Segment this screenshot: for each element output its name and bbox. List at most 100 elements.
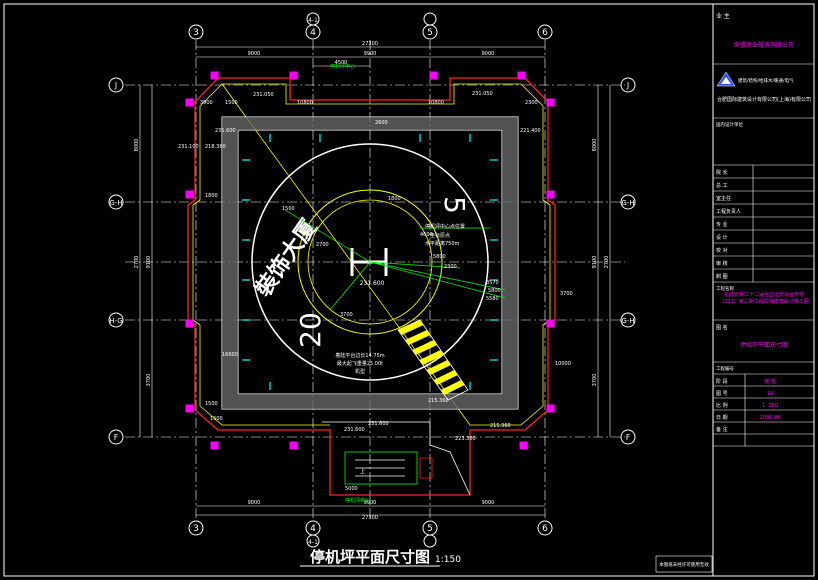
title-block: 业 主 荣盛商业投资有限公司 建筑/结构/给排水/暖通/电气 合肥国际建筑设计有…: [713, 12, 814, 447]
elev-4: 231.100: [178, 144, 199, 150]
grid-left-2: G-H: [109, 199, 122, 207]
max-weight-text: 5: [438, 196, 471, 214]
tb-info-value-3: 1: 150: [762, 403, 778, 409]
note-mid-2: 坐标原点: [430, 232, 450, 239]
tb-owner-name: 荣盛商业投资有限公司: [734, 41, 794, 49]
dimension-text-sides: 8000 2700 9100 3700 8000 2700 9100 3700: [134, 139, 610, 387]
dim-misc-14: 5000: [345, 486, 358, 492]
grid-bottom-4: 5: [427, 524, 433, 534]
tb-row-label-4: 工程负责人: [716, 208, 741, 215]
dimension-lines-bottom: [196, 505, 545, 516]
dim-misc-7: 1500: [282, 206, 295, 212]
dimension-text-bottom: 9000 9900 9000 27300: [248, 500, 495, 521]
elev-10: 231.600: [215, 128, 236, 134]
dim-misc-12: 2300: [444, 264, 457, 270]
ramp-stripe: [433, 370, 458, 385]
dim-misc-1: 3900: [200, 100, 213, 106]
grid-bottom-3: 4-1: [308, 539, 318, 546]
footer-stamp: [655, 555, 713, 573]
grid-top-1: 3: [193, 28, 199, 38]
note-mid-3: 水平距离750m: [425, 240, 460, 247]
outer-frame: [3, 3, 815, 577]
ramp-stripe: [405, 330, 431, 345]
elev-11: 221.400: [520, 128, 541, 134]
dim-misc-15: 1800: [205, 193, 218, 199]
grid-bottom-5: 6: [542, 524, 548, 534]
dim-misc-6: 2600: [375, 120, 388, 126]
grid-bubbles-top: 3 4 4-1 5 6: [188, 12, 553, 40]
dim-bottom-total: 27300: [362, 515, 378, 521]
dim-top-seg-2: 9900: [364, 51, 377, 57]
grid-top-4: 5: [427, 28, 433, 38]
dim-left-3: 9100: [146, 256, 152, 269]
tb-project-label: 工程名称: [716, 285, 734, 292]
grid-right-4: F: [626, 433, 631, 442]
elev-6: 231.600: [368, 421, 389, 427]
dim-left-1: 8000: [134, 139, 140, 152]
elev-1: 231.050: [253, 92, 274, 98]
tb-row-label-2: 总 工: [716, 182, 728, 189]
ramp-stripe: [419, 350, 444, 365]
grid-bottom-1: 3: [193, 524, 199, 534]
ramp-stripe: [412, 340, 438, 355]
dim-misc-8: 2700: [316, 242, 329, 248]
dim-left-2: 2700: [134, 256, 140, 269]
dim-misc-22: 5580: [486, 296, 499, 302]
tb-row-label-8: 审 核: [716, 260, 728, 267]
tb-project-name: 福建省第二十二届全国运动会合作馆（221）第三期工程项目建筑设计施工图: [719, 292, 809, 305]
dim-top-total: 27300: [362, 41, 378, 47]
ramp: [397, 319, 469, 401]
notes-bottom: 着陆平台边长14.75m 最大起飞重量25.00t 机型: [335, 352, 384, 375]
dim-top-seg-1: 9000: [248, 51, 261, 57]
dim-misc-17: 1500: [205, 401, 218, 407]
dim-misc-18: 16600: [222, 352, 238, 358]
dim-misc-21: 5800: [488, 288, 501, 294]
grid-top-3: 4-1: [308, 17, 318, 24]
leader-lines: [284, 209, 506, 311]
helipad-platform: [221, 116, 519, 410]
tb-info-label-5: 备 注: [716, 426, 728, 433]
note-bottom-3: 机型: [355, 368, 365, 375]
dim-right-2: 2700: [604, 256, 610, 269]
ramp-stripe: [440, 380, 465, 395]
dim-top-seg-3: 9000: [482, 51, 495, 57]
elevations: 231.050 231.050 218.360 231.100 215.360 …: [178, 91, 541, 442]
dimension-lines-top: [196, 46, 545, 67]
green-labels: 停机坪中心 停机坪中心: [330, 63, 370, 504]
grid-left-4: F: [114, 433, 119, 442]
tb-row-label-3: 室主任: [716, 195, 731, 202]
tb-info-label-1: 阶 段: [716, 378, 728, 385]
dim-misc-20: 3570: [486, 280, 499, 286]
grid-right-2: G-H: [621, 199, 634, 207]
dim-misc-2: 1500: [225, 100, 238, 106]
grid-left-1: J: [114, 81, 117, 90]
tb-row-label-7: 校 对: [716, 247, 728, 254]
elev-9: 223.360: [455, 436, 476, 442]
misc-dimensions: 3900 1500 10800 10800 2300 2600 1500 270…: [200, 100, 573, 492]
stair-tower: [322, 421, 471, 496]
elev-2: 231.050: [472, 91, 493, 97]
dim-misc-11: 3700: [340, 312, 353, 318]
ramp-stripe: [398, 320, 424, 335]
ramp-stripe: [426, 360, 451, 375]
tb-design-unit-label: 建筑/结构/给排水/暖通/电气: [738, 77, 794, 84]
elev-7: 231.600: [344, 427, 365, 433]
dimension-lines-sides: [139, 85, 611, 437]
tb-info-label-4: 日 期: [716, 415, 728, 421]
tb-info-label-3: 比 例: [716, 402, 728, 409]
grid-right-3: G-H: [621, 317, 634, 325]
dim-bottom-seg-1: 9000: [248, 500, 261, 506]
dim-right-4: 3700: [592, 374, 598, 387]
notes-mid: 停机坪中心点位置 坐标原点 水平距离750m: [425, 223, 465, 247]
tb-info-value-2: 14: [767, 391, 773, 397]
green-label-1: 停机坪中心: [330, 63, 355, 70]
grid-left-3: H-G: [109, 317, 122, 325]
dim-bottom-seg-3: 9000: [482, 500, 495, 506]
dim-top-inner: 4500: [335, 60, 348, 66]
helipad-elevation: 231.600: [360, 280, 385, 287]
dimension-text-top: 27300 9000 9900 9000 4500: [248, 41, 495, 66]
columns: [185, 71, 555, 450]
dim-misc-23: 3700: [560, 291, 573, 297]
drawing-title: 停机坪平面尺寸图: [310, 548, 430, 566]
grid-top-5: 6: [542, 28, 548, 38]
